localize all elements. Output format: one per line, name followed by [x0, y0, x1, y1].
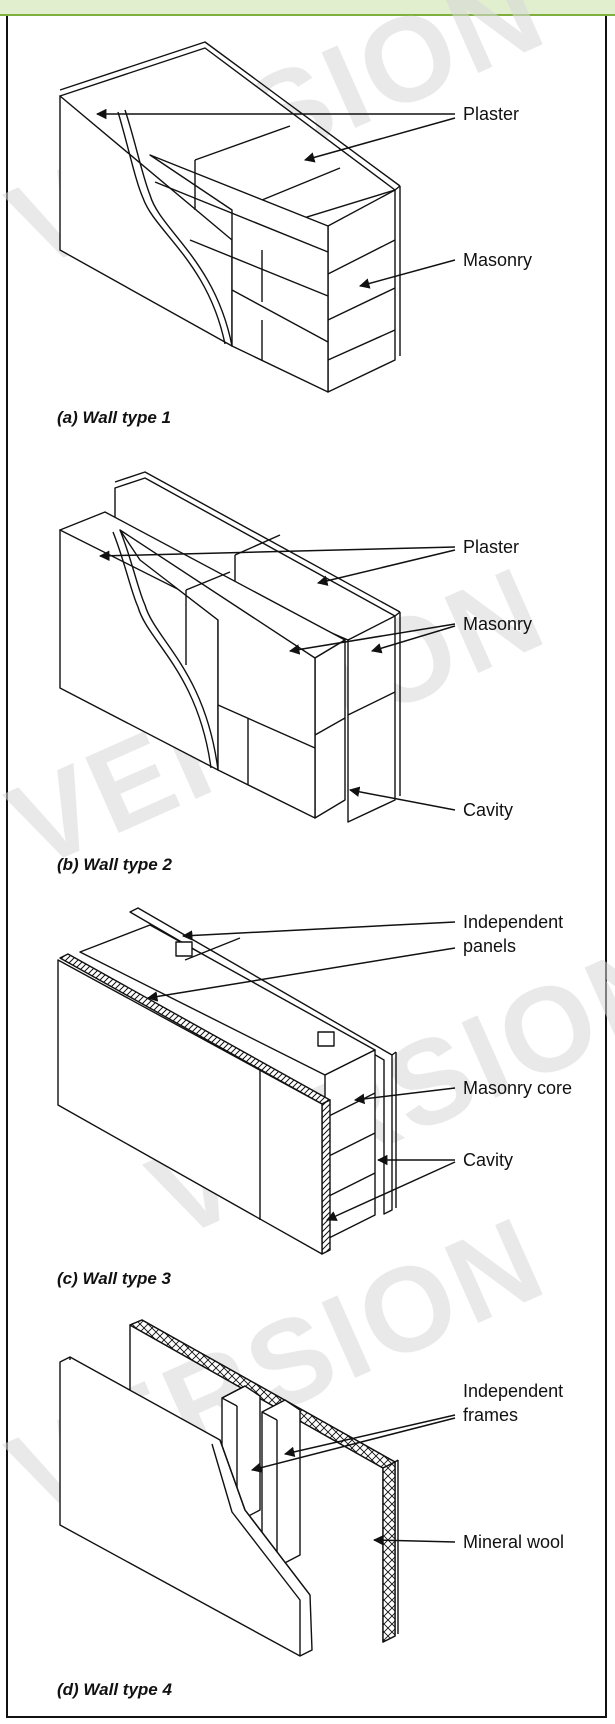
label-plaster-b: Plaster [463, 537, 520, 557]
top-accent-bar [0, 0, 615, 16]
wall-type-1-drawing [59, 41, 401, 393]
caption-wall-type-4: (d) Wall type 4 [57, 1680, 172, 1699]
label-independent-c: Independent [463, 912, 564, 932]
label-panels-c: panels [463, 936, 517, 956]
figure-frame [6, 16, 607, 1718]
wall-type-4-drawing [59, 1319, 399, 1657]
label-cavity-b: Cavity [463, 800, 514, 820]
label-mineral-wool-d: Mineral wool [463, 1532, 565, 1552]
leader-lines [95, 108, 456, 1546]
wall-type-2-drawing [59, 471, 401, 823]
caption-wall-type-2: (b) Wall type 2 [57, 855, 172, 874]
label-frames-d: frames [463, 1405, 519, 1425]
caption-wall-type-1: (a) Wall type 1 [57, 408, 171, 427]
label-independent-d: Independent [463, 1381, 564, 1401]
label-masonry-a: Masonry [463, 250, 533, 270]
label-masonry-b: Masonry [463, 614, 533, 634]
label-plaster-a: Plaster [463, 104, 520, 124]
wall-type-3-drawing [57, 907, 397, 1255]
caption-wall-type-3: (c) Wall type 3 [57, 1269, 171, 1288]
label-masonry-core-c: Masonry core [463, 1078, 573, 1098]
label-cavity-c: Cavity [463, 1150, 514, 1170]
